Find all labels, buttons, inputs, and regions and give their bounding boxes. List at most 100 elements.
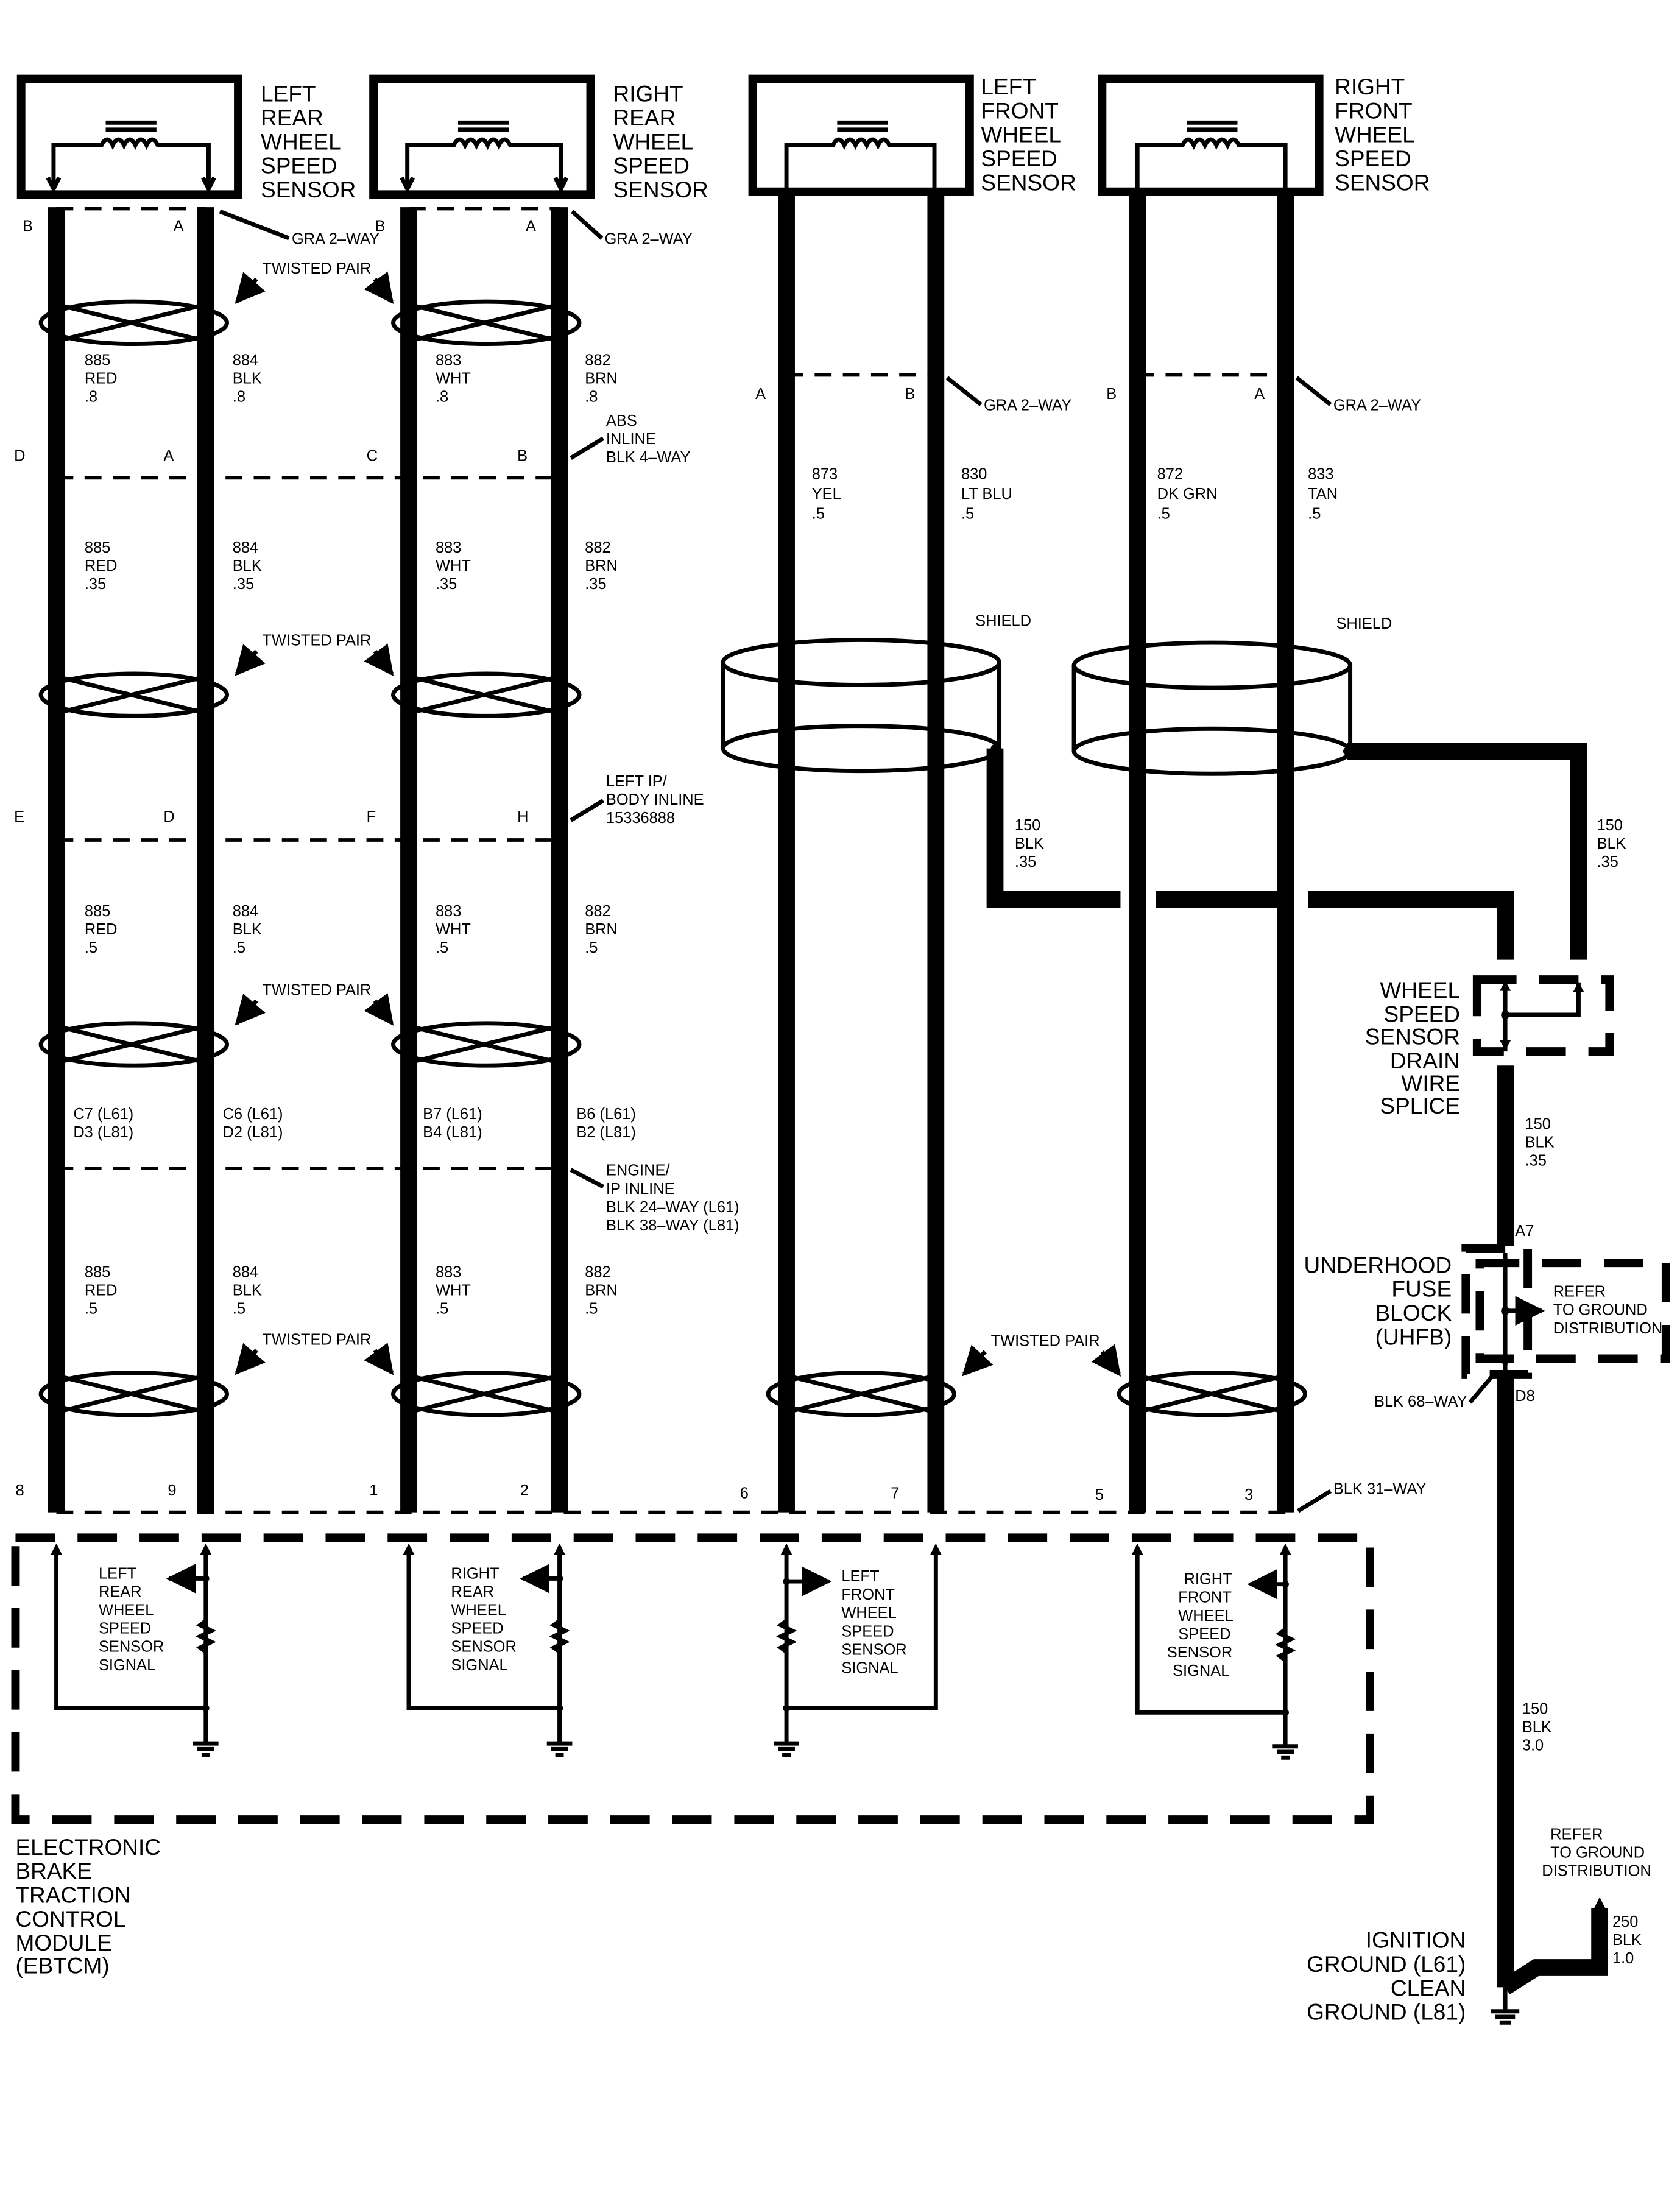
svg-text:GRA 2–WAY: GRA 2–WAY [1333, 397, 1421, 414]
svg-text:RIGHT: RIGHT [613, 81, 683, 107]
svg-text:SPEED: SPEED [613, 153, 690, 178]
svg-text:883: 883 [436, 539, 461, 556]
drain-wires [986, 743, 1587, 960]
svg-text:ABS: ABS [606, 412, 637, 429]
svg-text:BODY INLINE: BODY INLINE [606, 791, 704, 808]
svg-text:.35: .35 [585, 576, 606, 593]
left-front-wheel-speed-sensor [748, 74, 974, 196]
svg-text:RED: RED [85, 370, 118, 387]
ground: REFER TO GROUND DISTRIBUTION IGNITION GR… [1307, 1826, 1651, 2025]
svg-text:150: 150 [1525, 1115, 1550, 1132]
svg-text:TWISTED PAIR: TWISTED PAIR [991, 1333, 1100, 1350]
svg-text:B: B [517, 448, 528, 465]
svg-text:A: A [755, 386, 766, 403]
svg-text:.5: .5 [1308, 505, 1321, 522]
svg-text:SIGNAL: SIGNAL [451, 1657, 507, 1674]
svg-text:830: 830 [961, 466, 987, 483]
svg-text:FRONT: FRONT [1335, 97, 1412, 123]
svg-text:5: 5 [1095, 1486, 1104, 1503]
svg-text:SENSOR: SENSOR [99, 1639, 164, 1656]
svg-text:883: 883 [436, 903, 461, 920]
svg-text:.5: .5 [585, 939, 598, 956]
svg-text:WHEEL: WHEEL [981, 122, 1061, 147]
main-wires [48, 191, 1294, 1513]
svg-text:C6 (L61): C6 (L61) [223, 1106, 283, 1123]
svg-text:.35: .35 [1597, 853, 1618, 870]
svg-text:B: B [23, 217, 33, 235]
svg-text:BLOCK: BLOCK [1375, 1300, 1452, 1326]
svg-text:.5: .5 [436, 939, 448, 956]
svg-text:.8: .8 [585, 388, 598, 405]
svg-text:BRN: BRN [585, 557, 618, 574]
twisted-pair-lr-1 [38, 299, 229, 347]
svg-text:A: A [1254, 386, 1265, 403]
svg-text:.35: .35 [233, 576, 254, 593]
svg-text:883: 883 [436, 1263, 461, 1280]
svg-text:GRA 2–WAY: GRA 2–WAY [984, 397, 1071, 414]
svg-text:884: 884 [233, 1263, 258, 1280]
svg-text:LEFT: LEFT [841, 1568, 879, 1585]
svg-text:DISTRIBUTION: DISTRIBUTION [1553, 1320, 1662, 1337]
svg-text:RIGHT: RIGHT [451, 1565, 499, 1582]
svg-text:882: 882 [585, 539, 610, 556]
svg-text:833: 833 [1308, 466, 1333, 483]
svg-text:872: 872 [1157, 466, 1183, 483]
svg-text:BLK 24–WAY (L61): BLK 24–WAY (L61) [606, 1199, 739, 1216]
svg-text:REFER: REFER [1550, 1826, 1603, 1843]
svg-text:A: A [526, 217, 536, 235]
svg-text:9: 9 [168, 1482, 176, 1499]
svg-text:BLK: BLK [233, 370, 262, 387]
pin-labels: B A B A A B B A D A C B E D F H C7 (L61)… [14, 217, 1535, 1503]
svg-text:A: A [174, 217, 184, 235]
svg-text:7: 7 [891, 1485, 899, 1502]
svg-text:E: E [14, 808, 24, 825]
splice-label: WHEEL SPEED SENSOR DRAIN WIRE SPLICE [1365, 977, 1460, 1118]
svg-text:882: 882 [585, 1263, 610, 1280]
svg-text:RED: RED [85, 921, 118, 938]
svg-text:882: 882 [585, 903, 610, 920]
svg-text:SHIELD: SHIELD [1336, 615, 1392, 632]
svg-text:WHEEL: WHEEL [613, 129, 693, 154]
right-rear-wheel-speed-sensor [369, 74, 595, 199]
svg-text:TAN: TAN [1308, 485, 1338, 503]
svg-text:6: 6 [740, 1485, 749, 1502]
svg-text:882: 882 [585, 351, 610, 369]
svg-text:WHT: WHT [436, 370, 471, 387]
svg-text:WIRE: WIRE [1401, 1070, 1460, 1096]
connector-dashes [56, 207, 1286, 1514]
svg-text:GRA 2–WAY: GRA 2–WAY [605, 230, 693, 247]
svg-text:8: 8 [15, 1482, 24, 1499]
svg-text:.5: .5 [436, 1300, 448, 1317]
svg-text:ENGINE/: ENGINE/ [606, 1162, 671, 1179]
svg-text:885: 885 [85, 351, 110, 369]
svg-text:DK GRN: DK GRN [1157, 485, 1218, 503]
svg-text:SHIELD: SHIELD [975, 612, 1031, 629]
svg-text:LEFT: LEFT [981, 74, 1036, 99]
twisted-pair-rr-4 [391, 1371, 582, 1417]
svg-text:SIGNAL: SIGNAL [841, 1659, 898, 1676]
svg-text:3.0: 3.0 [1522, 1737, 1544, 1754]
svg-text:REAR: REAR [613, 105, 676, 130]
svg-text:TWISTED PAIR: TWISTED PAIR [262, 260, 371, 277]
right-front-wheel-speed-sensor [1098, 74, 1324, 196]
svg-text:DRAIN: DRAIN [1390, 1048, 1460, 1073]
twisted-pair-rr-2 [391, 671, 582, 718]
svg-text:BLK: BLK [233, 557, 262, 574]
svg-text:B: B [375, 217, 385, 235]
svg-text:BLK: BLK [1612, 1932, 1642, 1949]
twisted-pair-labels: TWISTED PAIR TWISTED PAIR TWISTED PAIR T… [235, 260, 1121, 1377]
svg-text:BLK: BLK [233, 1282, 262, 1299]
ebtcm-label: ELECTRONIC BRAKE TRACTION CONTROL MODULE… [15, 1834, 161, 1978]
svg-text:SENSOR: SENSOR [981, 169, 1076, 195]
svg-text:RED: RED [85, 1282, 118, 1299]
twisted-pair-rr-3 [391, 1021, 582, 1068]
svg-text:A7: A7 [1515, 1223, 1534, 1240]
svg-text:FRONT: FRONT [841, 1586, 895, 1603]
svg-text:RIGHT: RIGHT [1335, 74, 1405, 99]
svg-text:.8: .8 [233, 388, 245, 405]
svg-text:BLK 38–WAY (L81): BLK 38–WAY (L81) [606, 1217, 739, 1234]
